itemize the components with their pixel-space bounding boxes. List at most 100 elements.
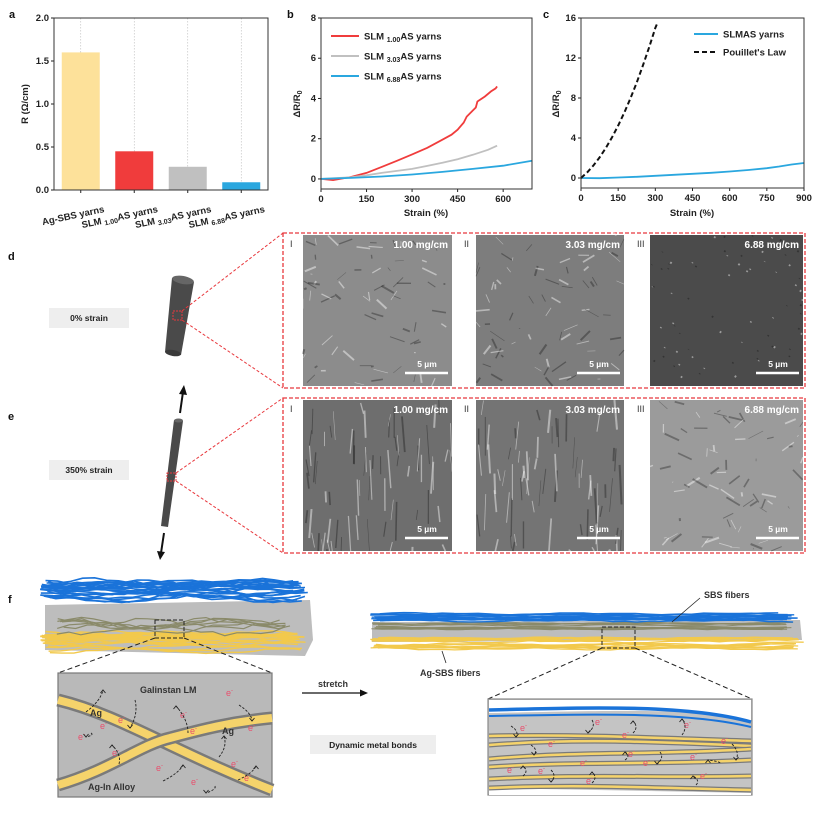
sem-texture [800,456,804,464]
y-tick-label: 8 [311,13,316,24]
sem-texture [653,359,656,363]
sem-texture [589,475,593,496]
sem-texture [396,435,400,456]
plot-frame [320,17,533,190]
sem-texture [784,418,797,425]
electron-charge: - [195,726,197,732]
sem-texture [421,267,437,276]
zoom-region-marker [601,626,636,649]
sem-texture [543,366,550,376]
strain-label-0: 0% strain [70,313,108,323]
sem-texture [711,315,714,318]
sem-texture [475,321,481,328]
sem-texture [568,549,572,552]
sem-texture [770,546,782,552]
electron-charge: - [633,749,635,755]
electron-charge: - [161,763,163,769]
y-tick-label: 4 [311,93,317,104]
schematic-unstretched [40,576,313,674]
plot-frame [53,17,269,191]
sem-texture [670,533,683,543]
sem-texture [582,254,595,263]
sem-texture [354,382,365,386]
sem-texture [308,445,312,467]
sem-texture [387,414,391,427]
sem-texture [413,374,416,382]
sem-texture [758,539,769,544]
sem-texture [698,372,701,375]
sem-texture [338,280,345,289]
arrowhead-icon [548,778,554,783]
tick-text-pre: SLM [81,216,105,231]
sem-texture [545,307,552,317]
sem-texture [767,334,770,337]
zoom-line [175,480,284,554]
electron-label: e- [690,752,697,762]
sem-texture [771,345,774,348]
sbs-fiber [48,590,301,600]
roman-numeral-label: I [290,239,293,249]
ag-fiber-core [488,774,752,781]
sem-texture [719,330,722,334]
sem-texture [766,436,774,440]
series-line-0 [580,162,805,180]
sem-texture [773,345,776,349]
sem-texture [475,262,479,273]
y-tick-label: 6 [311,53,316,64]
x-tick-label: 0 [318,194,323,205]
sem-texture [373,368,389,374]
electron-symbol: e [78,732,83,742]
arrowhead-icon [203,789,209,794]
electron-path-arrow [205,785,216,794]
sem-texture [520,477,523,501]
sem-texture [533,458,538,470]
stretch-label: stretch [318,679,348,689]
zoom-region-marker [166,472,177,482]
sem-texture [548,518,553,552]
sem-texture [799,303,803,307]
sem-texture [713,412,727,417]
sem-image-background [650,235,803,386]
sem-texture [328,491,331,506]
sbs-fiber [47,579,301,589]
electron-label: e- [226,688,233,698]
sem-texture [759,507,767,513]
y-tick-label: 0.5 [36,142,50,153]
sem-texture [727,273,731,277]
roman-numeral-label: III [637,239,645,249]
sem-texture [752,547,754,550]
sem-texture [757,359,760,362]
tick-text-sub: 3.03 [158,218,173,228]
sem-texture [749,268,752,271]
legend-label: SLM 1.00AS yarns [364,32,442,45]
electron-charge: - [627,730,629,736]
sem-texture [799,421,804,428]
sem-texture [763,260,766,263]
sem-texture [364,313,377,321]
tick-text-post: AS yarns [223,204,266,223]
sem-texture [514,533,517,546]
sem-image-background [303,400,452,551]
sem-texture [722,415,731,424]
electron-symbol: e [520,723,525,733]
sem-texture [678,332,681,335]
panel-label-e: e [8,411,14,423]
scale-bar-label: 5 µm [589,359,609,369]
electron-charge: - [105,721,107,727]
sem-texture [387,267,391,271]
sem-texture [709,449,718,454]
electron-symbol: e [191,777,196,787]
strain-label-350: 350% strain [65,465,112,475]
arrowhead-icon [180,764,186,769]
electron-path-arrow [238,704,253,722]
ag-sbs-callout-line [441,650,447,664]
sem-texture [493,490,498,513]
electron-path-arrow [681,718,686,736]
sem-texture [738,412,746,423]
tick-text-pre: SLM [134,216,158,231]
sem-texture [576,340,590,345]
sem-texture [683,483,690,489]
